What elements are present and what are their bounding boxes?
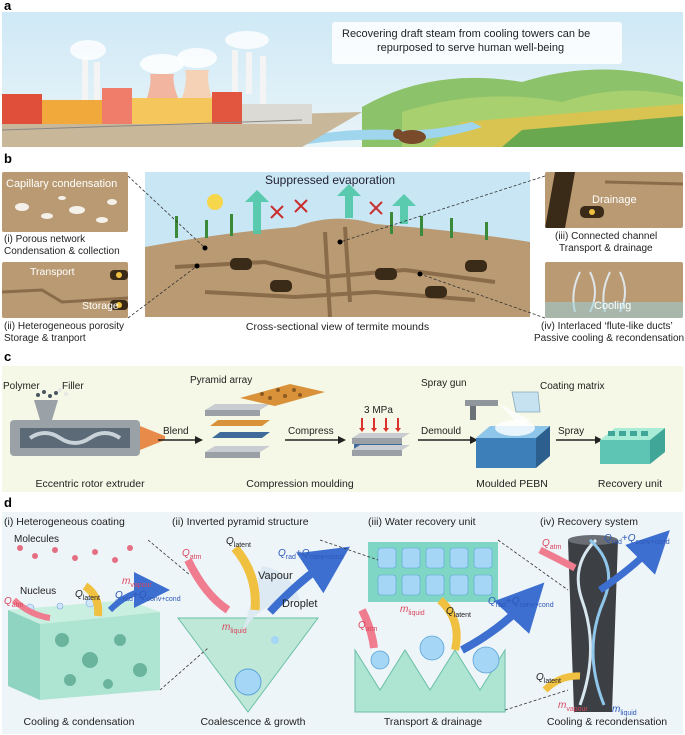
inset-connected-channel [545,172,683,228]
d2-q-latent: Qlatent [226,536,251,549]
inset-flute-ducts [545,262,683,318]
caption-extruder: Eccentric rotor extruder [35,478,145,490]
d1-q-rad-conv: Qrad+Qconv+cond [115,590,181,603]
d-molecules: Molecules [14,534,60,545]
label-spray-gun: Spray gun [421,378,467,389]
panel-a-caption-line1: Recovering draft steam from cooling towe… [342,28,591,40]
inset-heterogeneous-porosity [2,262,128,318]
d3-q-latent: Qlatent [446,606,471,619]
inset4-label-line2: Passive cooling & recondensation [534,333,685,344]
label-pressure: 3 MPa [364,405,393,416]
landscape-illustration [2,31,683,147]
caption-compression: Compression moulding [246,478,354,490]
moulded-pebn [476,420,550,468]
d-title-4: (iv) Recovery system [540,516,639,528]
termite-mound-section [145,172,530,317]
inverted-pyramid [177,545,350,713]
d2-droplet: Droplet [282,598,318,610]
label-demould: Demould [421,426,462,437]
inset-porous-network [2,172,128,232]
d-title-1: (i) Heterogeneous coating [4,516,125,528]
d2-q-atm: Qatm [182,548,202,561]
recovery-cylinder [538,530,670,712]
inset2-label-line1: (ii) Heterogeneous porosity [4,321,125,332]
d4-m-vapour: mvapour [558,700,588,713]
d1-q-latent: Qlatent [75,589,100,602]
spray-gun [465,391,541,426]
caption-recovery: Recovery unit [597,478,663,490]
d1-m-vapour: mvapour [122,576,152,589]
water-recovery-unit [354,542,545,713]
label-spray: Spray [558,426,585,437]
inset2-storage: Storage [82,300,119,312]
d-title-3: (iii) Water recovery unit [368,516,476,528]
inset2-label-line2: Storage & tranport [4,333,86,344]
label-compress: Compress [288,426,334,437]
panel-b-letter: b [4,151,12,166]
d-caption-3: Transport & drainage [383,716,483,728]
label-coating-matrix: Coating matrix [540,381,605,392]
label-pyramid-array: Pyramid array [190,375,253,386]
d3-q-atm: Qatm [358,620,378,633]
inset1-label-line1: (i) Porous network [4,234,86,245]
d2-q-rad-conv: Qrad+Qconv+cond [278,548,344,561]
d3-q-rad-conv: Qrad+Qconv+cond [488,596,554,609]
panel-c-letter: c [4,349,12,364]
label-blend: Blend [163,426,189,437]
d-caption-2: Coalescence & growth [200,716,306,728]
d1-q-atm: Qatm [4,596,24,609]
panel-a-caption-box [332,22,622,64]
inset2-transport: Transport [30,266,75,278]
panel-a-caption-line2: repurposed to serve human well-being [377,42,565,54]
panel-a-scene: Recovering draft steam from cooling towe… [2,12,683,147]
d4-q-rad-conv: Qrad+Qconv+cond [604,533,670,546]
inset4-label-line1: (iv) Interlaced ‘flute-like ducts’ [541,321,673,332]
recovery-unit-block [600,428,665,464]
d4-m-liquid: mliquid [612,704,637,717]
coating-block [8,545,170,700]
d2-m-liquid: mliquid [222,622,247,635]
d4-q-atm: Qatm [542,538,562,551]
inset3-text: Drainage [592,194,637,206]
d-caption-4: Cooling & recondensation [546,716,668,728]
panel-a-letter: a [4,0,12,13]
d3-m-liquid: mliquid [400,604,425,617]
d-title-2: (ii) Inverted pyramid structure [172,516,309,528]
inset1-text: Capillary condensation [6,178,118,190]
d-nucleus: Nucleus [20,586,57,597]
caption-moulded: Moulded PEBN [476,478,548,490]
extruder [10,388,165,456]
d4-q-latent: Qlatent [536,672,561,685]
label-filler: Filler [62,381,84,392]
inset3-label-line1: (iii) Connected channel [555,231,658,242]
panel-b-center-caption: Cross-sectional view of termite mounds [245,321,430,333]
label-polymer: Polymer [3,381,40,392]
panel-b-title: Suppressed evaporation [265,173,396,187]
inset4-text: Cooling [594,300,632,312]
compression-mould [205,384,325,458]
inset3-label-line2: Transport & drainage [559,243,653,254]
d2-vapour: Vapour [258,570,293,582]
inset1-label-line2: Condensation & collection [4,246,120,257]
press-stack [352,418,410,456]
d-caption-1: Cooling & condensation [23,716,135,728]
panel-d-letter: d [4,495,12,510]
